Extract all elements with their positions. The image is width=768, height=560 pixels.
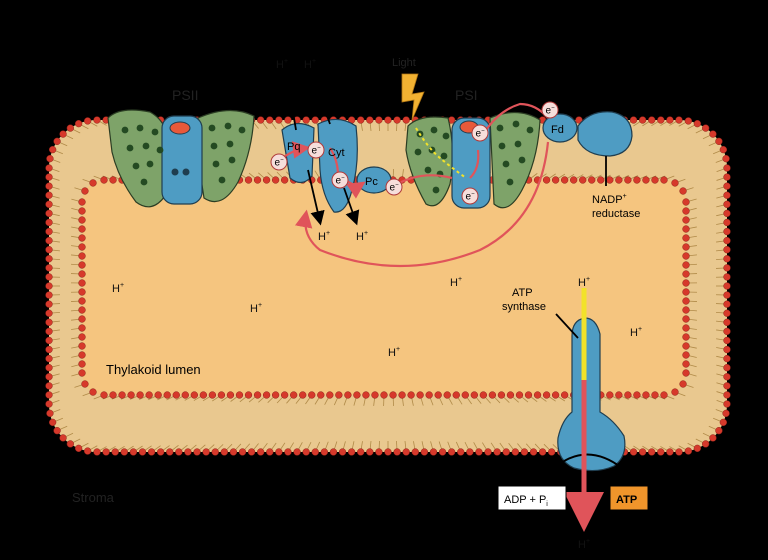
cyt-label: Cyt [328, 147, 345, 159]
pq-label: Pq [287, 141, 300, 153]
proton-label: H+ [304, 58, 316, 71]
nadp-reductase-label: NADP+ [592, 193, 627, 206]
stroma-label: Stroma [72, 490, 115, 505]
pc-label: Pc [365, 176, 378, 188]
nadp-reductase [578, 112, 632, 156]
proton-label: H+ [578, 538, 590, 551]
adp-label: ADP + Pi [504, 494, 548, 508]
thylakoid-lumen-label: Thylakoid lumen [106, 362, 201, 377]
proton-label: H+ [276, 58, 288, 71]
atp-synthase-label: ATP [512, 287, 533, 299]
light-label: Light [392, 57, 416, 69]
psi-label: PSI [455, 87, 478, 103]
nadp-reductase-label-2: reductase [592, 208, 640, 220]
psii-label: PSII [172, 87, 198, 103]
fd-label: Fd [551, 124, 564, 136]
light-bolt-icon [402, 74, 424, 120]
atp-label: ATP [616, 494, 637, 506]
atp-synthase-label-2: synthase [502, 301, 546, 313]
